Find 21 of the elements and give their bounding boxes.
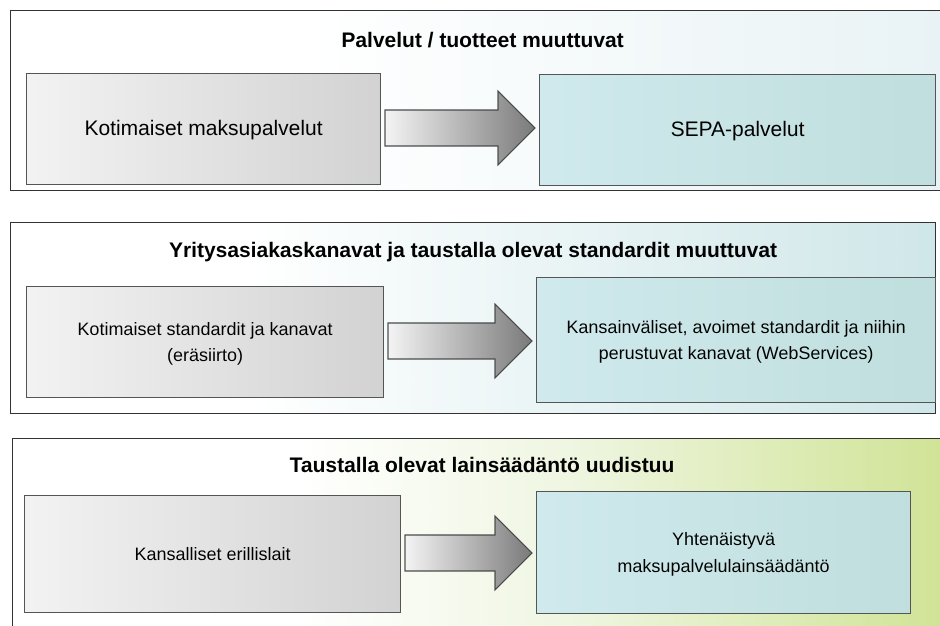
block-arrow: [387, 302, 533, 380]
box-label: Yhtenäistyvä maksupalvelulainsäädäntö: [616, 528, 831, 578]
section-title: Yritysasiakaskanavat ja taustalla olevat standardit muuttuvat: [168, 239, 778, 263]
section-panel: [10, 222, 936, 414]
section-panel: [10, 10, 940, 191]
box-label: Kansainväliset, avoimet standardit ja niihin perustuvat kanavat (WebServices): [565, 316, 907, 365]
box-label: Kansalliset erillislait: [133, 542, 292, 566]
process-box: [24, 495, 401, 613]
section-title: Taustalla olevat lainsäädäntö uudistuu: [288, 454, 676, 478]
section-panel: [12, 438, 940, 626]
block-arrow: [384, 90, 536, 166]
process-box: [539, 74, 936, 186]
process-box: [536, 277, 936, 403]
block-arrow: [404, 514, 533, 592]
box-label: SEPA-palvelut: [670, 116, 806, 143]
process-box: [26, 73, 381, 185]
process-box: [536, 491, 911, 614]
box-label: Kotimaiset standardit ja kanavat (eräsiirto): [76, 318, 334, 367]
box-label: Kotimaiset maksupalvelut: [83, 116, 324, 142]
section-title: Palvelut / tuotteet muuttuvat: [340, 29, 625, 53]
process-box: [26, 286, 384, 398]
